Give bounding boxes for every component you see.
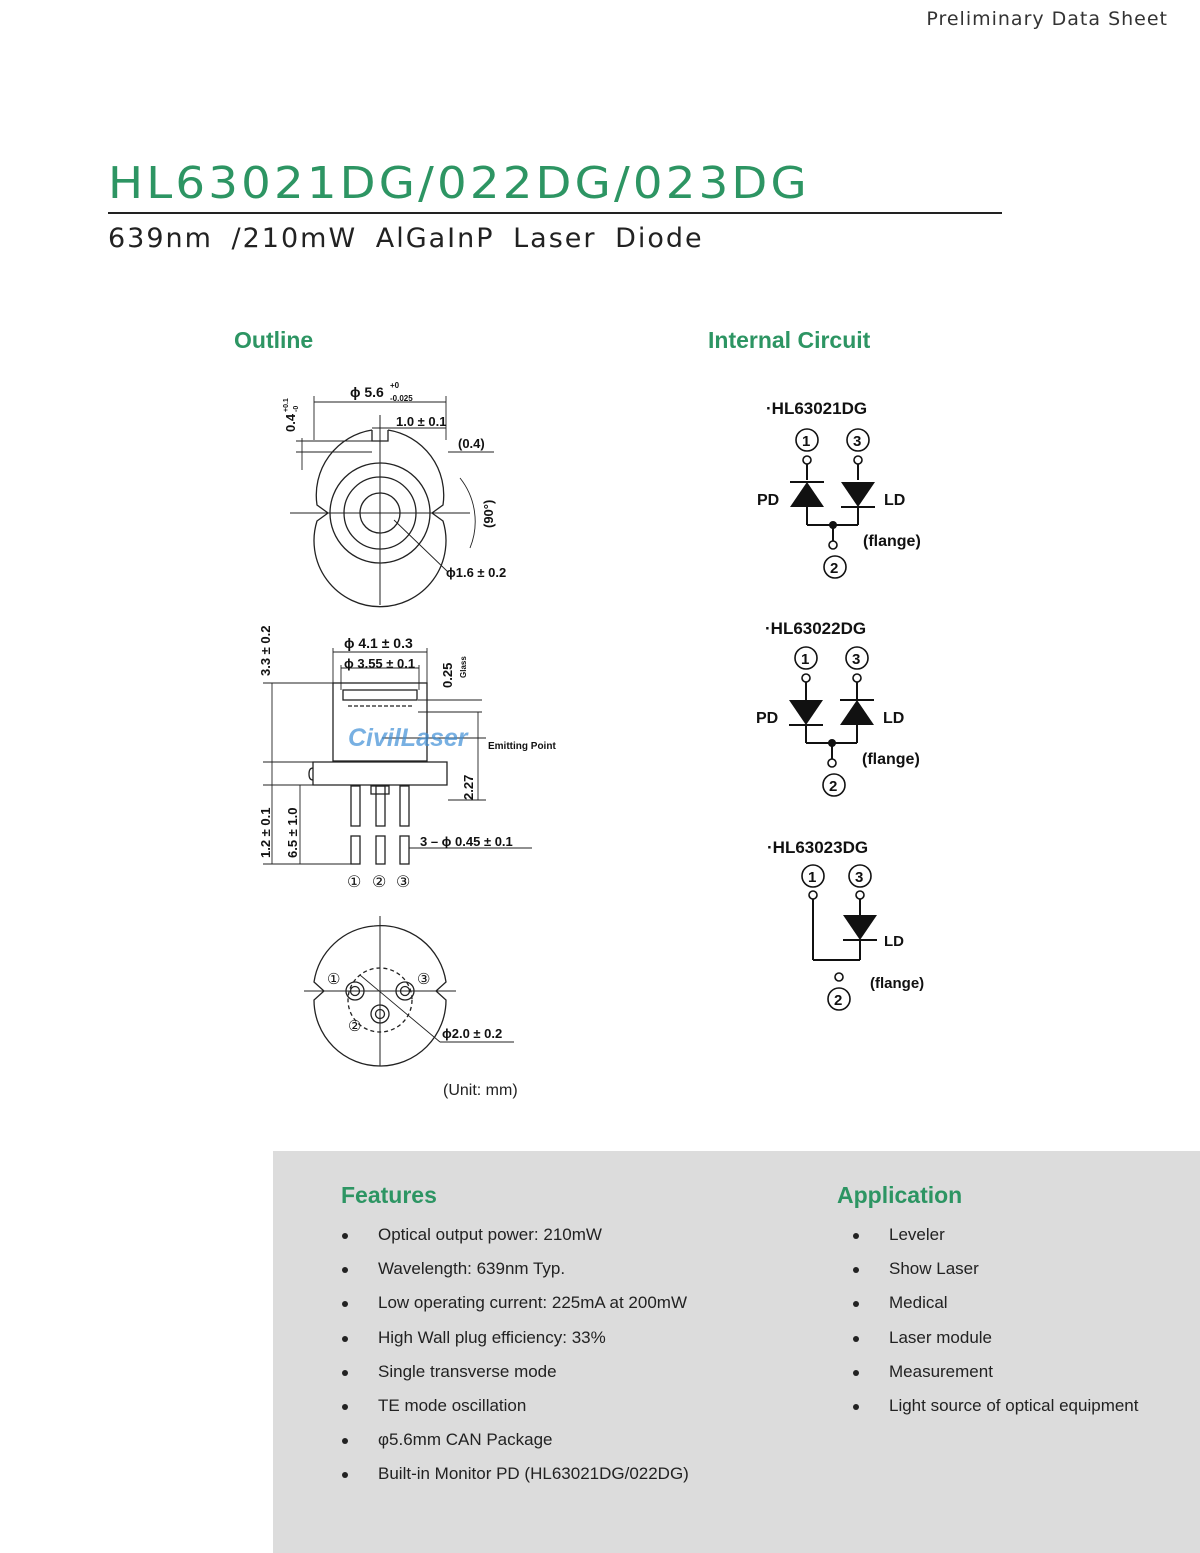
svg-text:+0: +0 [390,381,400,390]
cap-dia-label: ϕ 4.1 ± 0.3 [344,635,413,651]
flange-height-label: 2.27 [461,775,476,800]
circuit-hl63023dg: ·HL63023DG 1 3 2 LD (flange) [767,838,924,1011]
header-note: Preliminary Data Sheet [926,8,1168,30]
features-list: Optical output power: 210mW Wavelength: … [342,1225,782,1499]
bottom-pin-3-label: ③ [417,971,430,988]
unit-label: (Unit: mm) [443,1082,518,1099]
svg-text:PD: PD [757,492,779,509]
top-view-drawing [290,396,494,608]
svg-text:·HL63023DG: ·HL63023DG [767,838,868,857]
application-list: Leveler Show Laser Medical Laser module … [853,1225,1183,1430]
svg-text:1: 1 [802,433,810,450]
list-item: Single transverse mode [342,1362,782,1396]
svg-text:-0.025: -0.025 [390,394,413,403]
features-heading: Features [341,1182,437,1208]
page-title: HL63021DG/022DG/023DG [108,158,810,209]
bottom-view-drawing [304,916,514,1067]
list-item: Laser module [853,1328,1183,1362]
svg-text:1: 1 [808,869,816,886]
svg-text:3: 3 [853,433,861,450]
list-item: Light source of optical equipment [853,1396,1183,1430]
height-tol-label: 0.4 [283,413,298,432]
pin-long-label: 6.5 ± 1.0 [285,807,300,858]
circuit-hl63022dg: ·HL63022DG 1 3 2 PD LD (flange) [756,619,920,797]
watermark-logo: CivilLaser [348,724,469,752]
svg-text:·HL63022DG: ·HL63022DG [765,619,866,638]
title-divider [108,212,1002,214]
svg-text:(flange): (flange) [862,751,920,768]
list-item: High Wall plug efficiency: 33% [342,1328,782,1362]
list-item: Built-in Monitor PD (HL63021DG/022DG) [342,1464,782,1498]
application-heading: Application [837,1182,963,1208]
notch-width-label: 1.0 ± 0.1 [396,414,447,429]
internal-circuit-heading: Internal Circuit [708,327,871,353]
side-view-drawing [263,648,532,865]
svg-text:PD: PD [756,710,778,727]
svg-text:2: 2 [834,992,842,1009]
svg-text:3: 3 [855,869,863,886]
list-item: Measurement [853,1362,1183,1396]
bottom-pin-2-label: ② [348,1018,361,1035]
list-item: Wavelength: 639nm Typ. [342,1259,782,1293]
glass-thk-label: 0.25 [440,663,455,688]
svg-text:+0.1: +0.1 [283,398,290,412]
features-panel: Features Optical output power: 210mW Wav… [273,1151,1200,1553]
pcd-label: ϕ2.0 ± 0.2 [442,1026,502,1041]
svg-text:·HL63021DG: ·HL63021DG [766,399,867,418]
list-item: Leveler [853,1225,1183,1259]
outline-drawing: ϕ 5.6 +0 -0.025 1.0 ± 0.1 (0.4) 0.4 +0.1… [258,381,556,1099]
emitting-point-label: Emitting Point [488,741,556,752]
pin-short-label: 1.2 ± 0.1 [258,807,273,858]
svg-text:LD: LD [883,710,904,727]
circuit-hl63021dg: ·HL63021DG 1 3 2 PD LD (flange) [757,399,921,579]
cap-height-label: 3.3 ± 0.2 [258,625,273,676]
outline-heading: Outline [234,327,314,353]
angle-label: (90°) [481,500,496,528]
pin-dia-label: 3 – ϕ 0.45 ± 0.1 [420,834,513,849]
svg-text:(flange): (flange) [870,975,924,992]
side-pin-3-label: ③ [396,874,410,891]
svg-text:3: 3 [852,651,860,668]
notch-depth-label: (0.4) [458,436,485,451]
list-item: TE mode oscillation [342,1396,782,1430]
list-item: Low operating current: 225mA at 200mW [342,1293,782,1327]
side-pin-1-label: ① [347,874,361,891]
top-dia-label: ϕ 5.6 [350,384,384,400]
glass-label: Glass [459,656,468,678]
side-window-dia-label: ϕ 3.55 ± 0.1 [344,656,415,671]
svg-text:(flange): (flange) [863,533,921,550]
list-item: φ5.6mm CAN Package [342,1430,782,1464]
list-item: Show Laser [853,1259,1183,1293]
window-dia-label: ϕ1.6 ± 0.2 [446,565,506,580]
side-pin-2-label: ② [372,874,386,891]
svg-text:2: 2 [830,560,838,577]
bottom-pin-1-label: ① [327,971,340,988]
internal-circuit-drawing: ·HL63021DG 1 3 2 PD LD (flange) ·HL63022… [756,399,924,1011]
svg-text:2: 2 [829,778,837,795]
list-item: Medical [853,1293,1183,1327]
svg-text:LD: LD [884,933,904,950]
svg-text:LD: LD [884,492,905,509]
svg-text:-0: -0 [293,406,300,412]
svg-text:1: 1 [801,651,809,668]
list-item: Optical output power: 210mW [342,1225,782,1259]
page-subtitle: 639nm /210mW AlGaInP Laser Diode [108,223,704,254]
